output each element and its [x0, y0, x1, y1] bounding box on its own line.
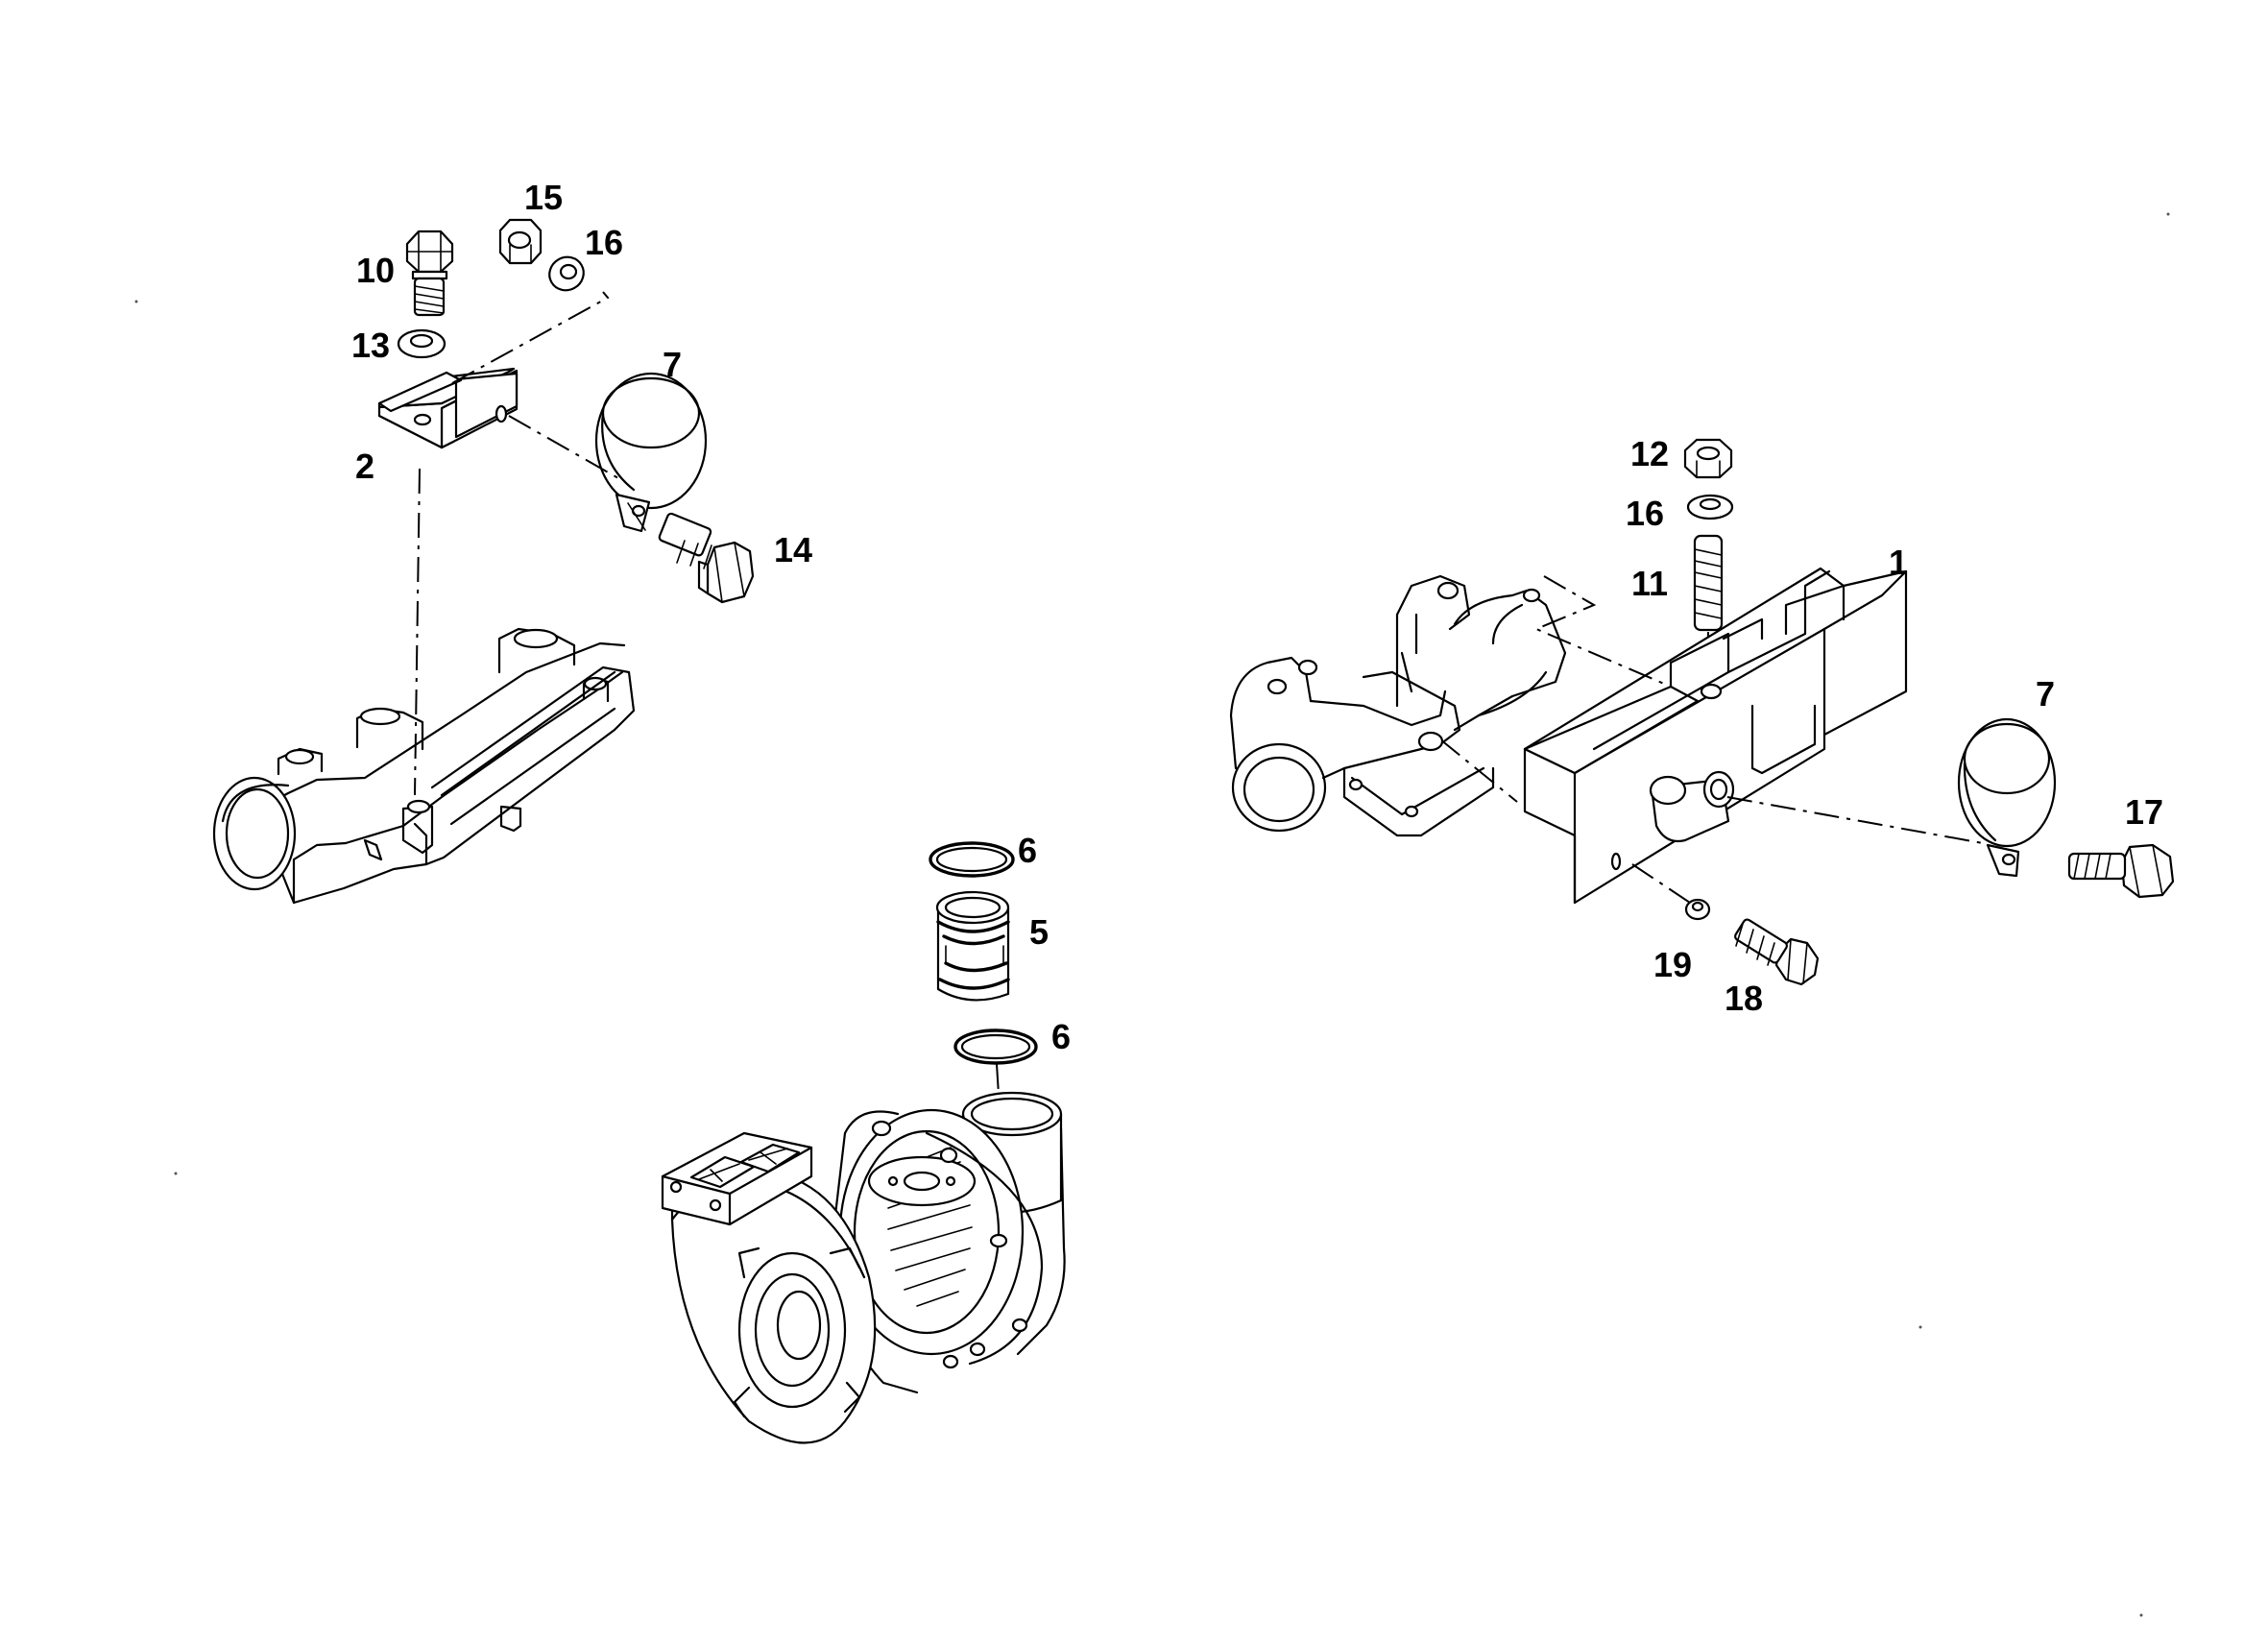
guide-line — [1533, 575, 1672, 688]
part-17-bolt — [2067, 843, 2175, 899]
callout-6-lower: 6 — [1051, 1017, 1071, 1056]
guide-line — [451, 291, 610, 384]
turbocharger — [661, 1091, 1066, 1444]
callout-17: 17 — [2125, 792, 2163, 832]
callout-12: 12 — [1630, 434, 1669, 473]
part-5-sleeve — [935, 890, 1010, 1002]
callout-7-left: 7 — [663, 345, 682, 384]
guide-line — [1726, 796, 1984, 844]
part-12-nut — [1683, 438, 1733, 479]
part-16-washer — [1686, 494, 1734, 520]
callout-16-right: 16 — [1626, 494, 1664, 533]
part-6-o-ring — [953, 1028, 1038, 1065]
part-2-bracket — [377, 367, 519, 449]
part-16-washer — [548, 255, 585, 292]
part-7-clamp — [594, 372, 708, 533]
part-13-washer — [397, 328, 446, 359]
part-7-clamp — [1957, 717, 2057, 878]
callout-11: 11 — [1631, 564, 1668, 603]
right-exhaust-manifold — [1229, 574, 1567, 837]
left-exhaust-manifold — [212, 627, 636, 905]
guide-line — [414, 468, 421, 796]
callout-14: 14 — [774, 530, 812, 569]
callout-19: 19 — [1653, 945, 1692, 984]
callout-15: 15 — [524, 178, 563, 217]
callout-1: 1 — [1889, 543, 1908, 582]
part-19-washer — [1684, 898, 1711, 921]
part-14-bolt — [658, 512, 755, 604]
part-10-bolt — [405, 230, 454, 317]
scan-speck — [1918, 1325, 1922, 1329]
callout-6-upper: 6 — [1018, 831, 1037, 870]
part-15-nut — [498, 218, 543, 265]
callout-13: 13 — [351, 326, 390, 365]
callout-16-left: 16 — [585, 223, 623, 262]
callout-18: 18 — [1725, 979, 1763, 1018]
part-1-heat-shield — [1523, 567, 1908, 905]
scan-speck — [2139, 1613, 2143, 1617]
guide-line — [996, 1063, 1000, 1096]
callout-2: 2 — [355, 447, 374, 486]
callout-10: 10 — [356, 251, 395, 290]
scan-speck — [134, 300, 138, 303]
part-11-stud — [1693, 534, 1724, 632]
guide-line — [508, 415, 619, 479]
scan-speck — [174, 1172, 178, 1175]
callout-7-right: 7 — [2036, 674, 2055, 714]
scan-speck — [2166, 212, 2170, 216]
callout-5: 5 — [1029, 912, 1049, 952]
guide-line — [1631, 863, 1691, 904]
part-6-o-ring — [929, 841, 1015, 878]
part-18-bolt — [1734, 918, 1820, 986]
